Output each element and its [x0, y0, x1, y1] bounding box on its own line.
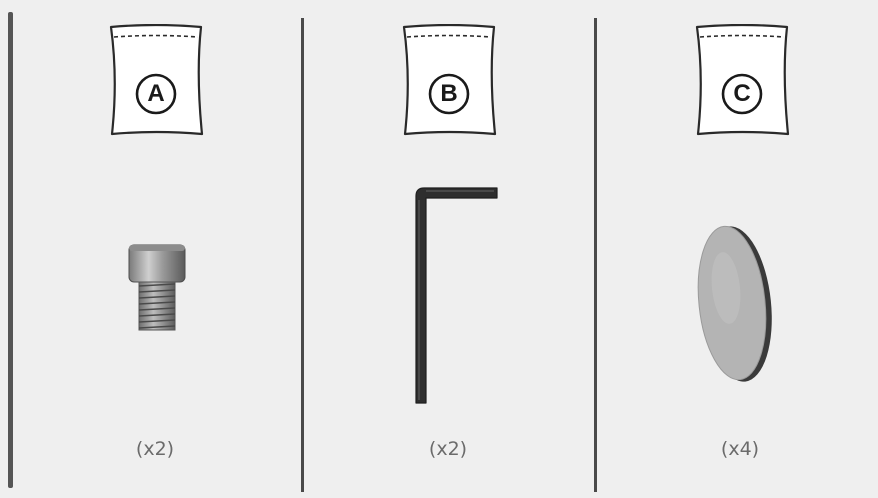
bag-icon: A	[108, 24, 204, 138]
quantity-label: (x2)	[135, 438, 175, 460]
quantity-label: (x4)	[720, 438, 760, 460]
hex-key-icon	[404, 184, 504, 415]
divider-column-2	[594, 18, 597, 492]
divider-column-1	[301, 18, 304, 492]
bag-icon: B	[401, 24, 497, 138]
quantity-label: (x2)	[428, 438, 468, 460]
bag-icon: C	[694, 24, 790, 138]
felt-pad-icon	[692, 222, 776, 391]
bag-label: B	[440, 80, 458, 107]
bag-label: A	[147, 80, 165, 107]
bag-label: C	[733, 80, 751, 107]
cap-screw-icon	[124, 240, 190, 341]
divider-left	[8, 12, 13, 488]
